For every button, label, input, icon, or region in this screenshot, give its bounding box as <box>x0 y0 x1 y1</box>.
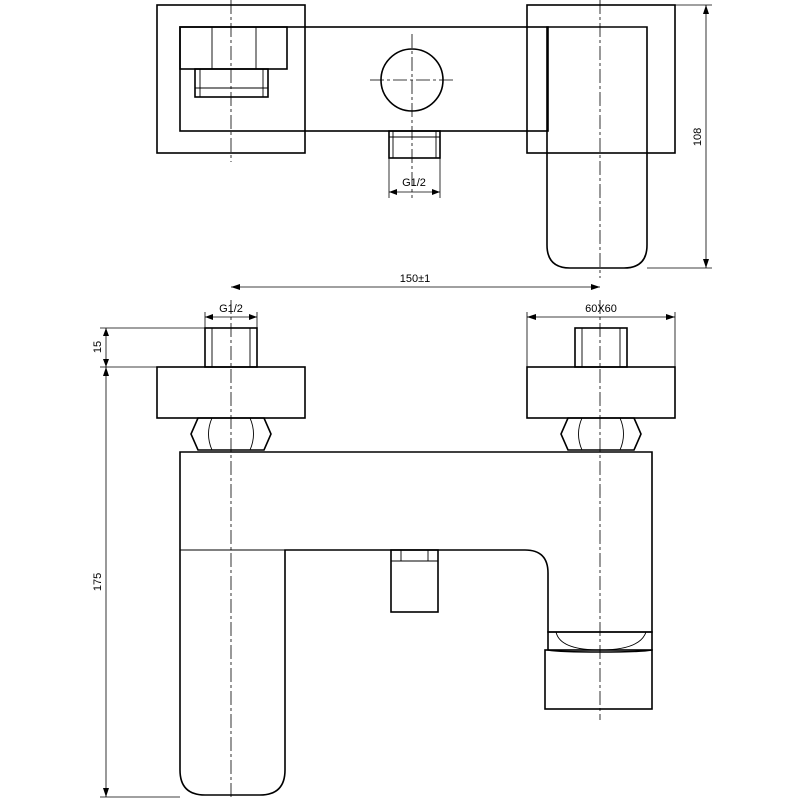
right-hex-nut <box>560 417 642 451</box>
right-wall-flange <box>526 366 676 419</box>
top-view: G1/2 108 <box>156 0 712 278</box>
left-hex-nut <box>190 417 272 451</box>
lever-handle-front <box>544 649 653 710</box>
top-right-lever <box>546 26 648 269</box>
mixer-body <box>179 451 653 796</box>
nipple-15-label: 15 <box>92 341 104 353</box>
right-inlet-nipple <box>574 327 628 368</box>
front-view: G1/2 60X60 <box>92 300 676 800</box>
flange-60x60-label: 60X60 <box>585 303 617 315</box>
spacing-dimension: 150±1 <box>231 273 600 290</box>
top-left-nut <box>194 68 269 98</box>
top-body <box>179 26 549 132</box>
spacing-150-label: 150±1 <box>400 273 431 285</box>
height-108-label: 108 <box>692 128 704 146</box>
height-175-label: 175 <box>92 573 104 591</box>
top-g12-label: G1/2 <box>402 177 426 189</box>
diverter-knob <box>390 549 439 613</box>
top-diverter-nipple <box>388 130 441 159</box>
top-left-knob <box>179 26 288 70</box>
